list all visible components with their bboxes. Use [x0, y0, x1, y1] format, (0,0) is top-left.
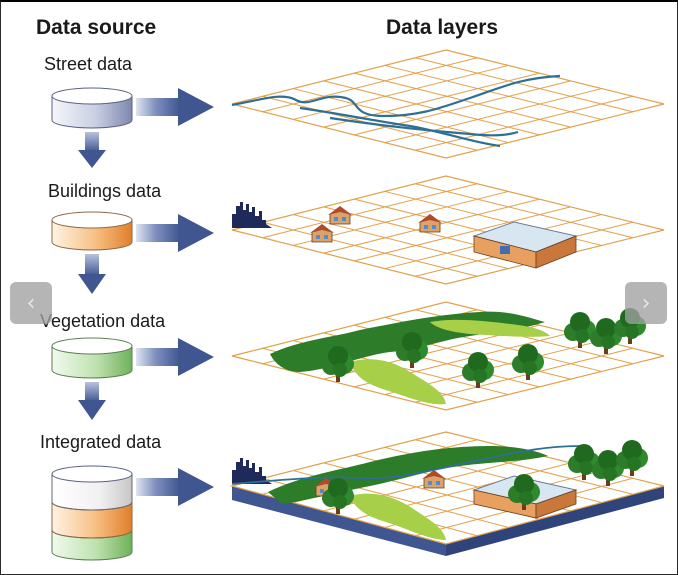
- chevron-left-icon: ‹: [26, 290, 36, 316]
- grid-line: [262, 57, 478, 113]
- grid-line: [415, 347, 633, 403]
- grid-line: [262, 221, 478, 277]
- vegetation-data-label: Vegetation data: [40, 311, 166, 331]
- grid-line: [384, 64, 602, 120]
- grid-line: [262, 183, 478, 239]
- grid-line: [415, 95, 633, 151]
- large-building: [472, 221, 578, 269]
- grid-line: [415, 57, 633, 113]
- buildings-layer-grid: [231, 175, 665, 285]
- vegetation-features: [270, 308, 646, 405]
- down-arrow-3: [78, 382, 106, 420]
- data-source-heading: Data source: [36, 16, 157, 39]
- grid-outline: [231, 301, 665, 411]
- grid-line: [323, 80, 540, 136]
- buildings-data-drum: [51, 211, 133, 251]
- buildings-features: [232, 202, 578, 269]
- street-layer-grid: [231, 49, 665, 159]
- down-arrow-1: [78, 132, 106, 168]
- integrated-data-label: Integrated data: [40, 432, 162, 452]
- street-data-drum: [51, 87, 133, 129]
- right-arrow-street: [136, 88, 214, 126]
- right-arrow-vegetation: [136, 338, 214, 376]
- data-layers-heading: Data layers: [386, 16, 499, 39]
- grid-line: [384, 88, 602, 144]
- grid-outline: [231, 49, 665, 159]
- down-arrow-2: [78, 254, 106, 294]
- grid-line: [415, 183, 633, 239]
- chevron-right-icon: ›: [641, 290, 651, 316]
- grid-line: [293, 214, 509, 270]
- grid-line: [293, 64, 509, 120]
- buildings-data-label: Buildings data: [48, 181, 162, 201]
- street-data-label: Street data: [44, 54, 133, 74]
- carousel-prev-button[interactable]: ‹: [10, 282, 52, 324]
- vegetation-data-drum: [51, 337, 133, 379]
- grid-outline: [231, 175, 665, 285]
- integrated-features: [231, 440, 648, 540]
- right-arrow-buildings: [136, 214, 214, 252]
- right-arrow-integrated: [136, 468, 214, 506]
- grid-line: [354, 206, 571, 262]
- integrated-data-drum: [51, 465, 133, 561]
- carousel-next-button[interactable]: ›: [625, 282, 667, 324]
- street-lines: [231, 74, 561, 148]
- grid-outline: [229, 431, 665, 545]
